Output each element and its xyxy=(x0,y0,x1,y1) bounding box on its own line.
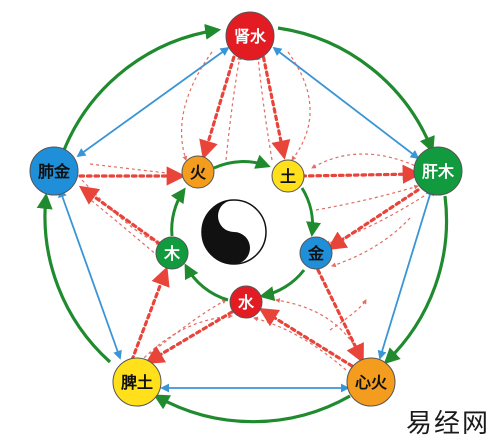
node-wood: 木 xyxy=(155,236,189,270)
dotted-kidney-to-fire xyxy=(199,48,238,160)
watermark-text: 易经网 xyxy=(405,409,490,439)
dotted-kidney-to-earth xyxy=(260,48,291,160)
dotted-earth-to-liver xyxy=(300,164,422,184)
link-spleen-lung xyxy=(58,188,122,360)
link-lung-kidney xyxy=(76,46,230,158)
arc-heart-to-spleen xyxy=(153,394,351,424)
dotted-spleen-to-wood xyxy=(130,266,170,362)
link-kidney-liver xyxy=(272,46,420,160)
node-lung-label: 肺金 xyxy=(38,162,71,181)
node-spleen-label: 脾土 xyxy=(121,373,153,392)
inner-element-nodes: 火 土 金 水 木 xyxy=(155,155,333,319)
dotted-wood-to-lung xyxy=(78,185,162,246)
dotted-heart-to-water xyxy=(258,307,354,368)
link-liver-heart xyxy=(377,186,435,360)
dotted-metal-to-heart xyxy=(316,268,364,364)
auxiliary-curved-arrows xyxy=(81,51,425,371)
node-water: 水 xyxy=(229,285,263,319)
node-lung: 肺金 xyxy=(29,146,79,196)
arc-lung-to-kidney xyxy=(62,23,222,151)
node-water-label: 水 xyxy=(238,293,255,312)
dotted-water-to-spleen xyxy=(144,310,234,364)
node-fire-label: 火 xyxy=(190,163,207,182)
node-liver: 肝木 xyxy=(413,146,463,196)
arc-kidney-to-liver xyxy=(277,26,435,153)
node-heart: 心火 xyxy=(346,357,396,407)
node-wood-label: 木 xyxy=(163,244,181,263)
node-metal-label: 金 xyxy=(307,244,325,263)
adjacent-links xyxy=(58,46,435,393)
node-kidney-label: 肾水 xyxy=(234,27,267,46)
node-kidney: 肾水 xyxy=(225,11,275,61)
node-liver-label: 肝木 xyxy=(422,162,455,181)
generating-cycle-inner xyxy=(170,154,321,302)
arc-liver-to-heart xyxy=(383,195,449,365)
yin-yang-icon xyxy=(201,199,267,265)
arc-spleen-to-lung xyxy=(36,192,112,364)
node-fire: 火 xyxy=(181,155,215,189)
node-spleen: 脾土 xyxy=(112,357,162,407)
dotted-liver-to-metal xyxy=(326,188,420,251)
node-heart-label: 心火 xyxy=(355,373,388,392)
node-earth: 土 xyxy=(271,159,305,193)
controlling-cycle-dotted xyxy=(78,48,422,368)
node-earth-label: 土 xyxy=(280,167,296,186)
node-metal: 金 xyxy=(299,236,333,270)
outer-organ-nodes: 肾水 肝木 心火 脾土 肺金 xyxy=(29,11,463,407)
